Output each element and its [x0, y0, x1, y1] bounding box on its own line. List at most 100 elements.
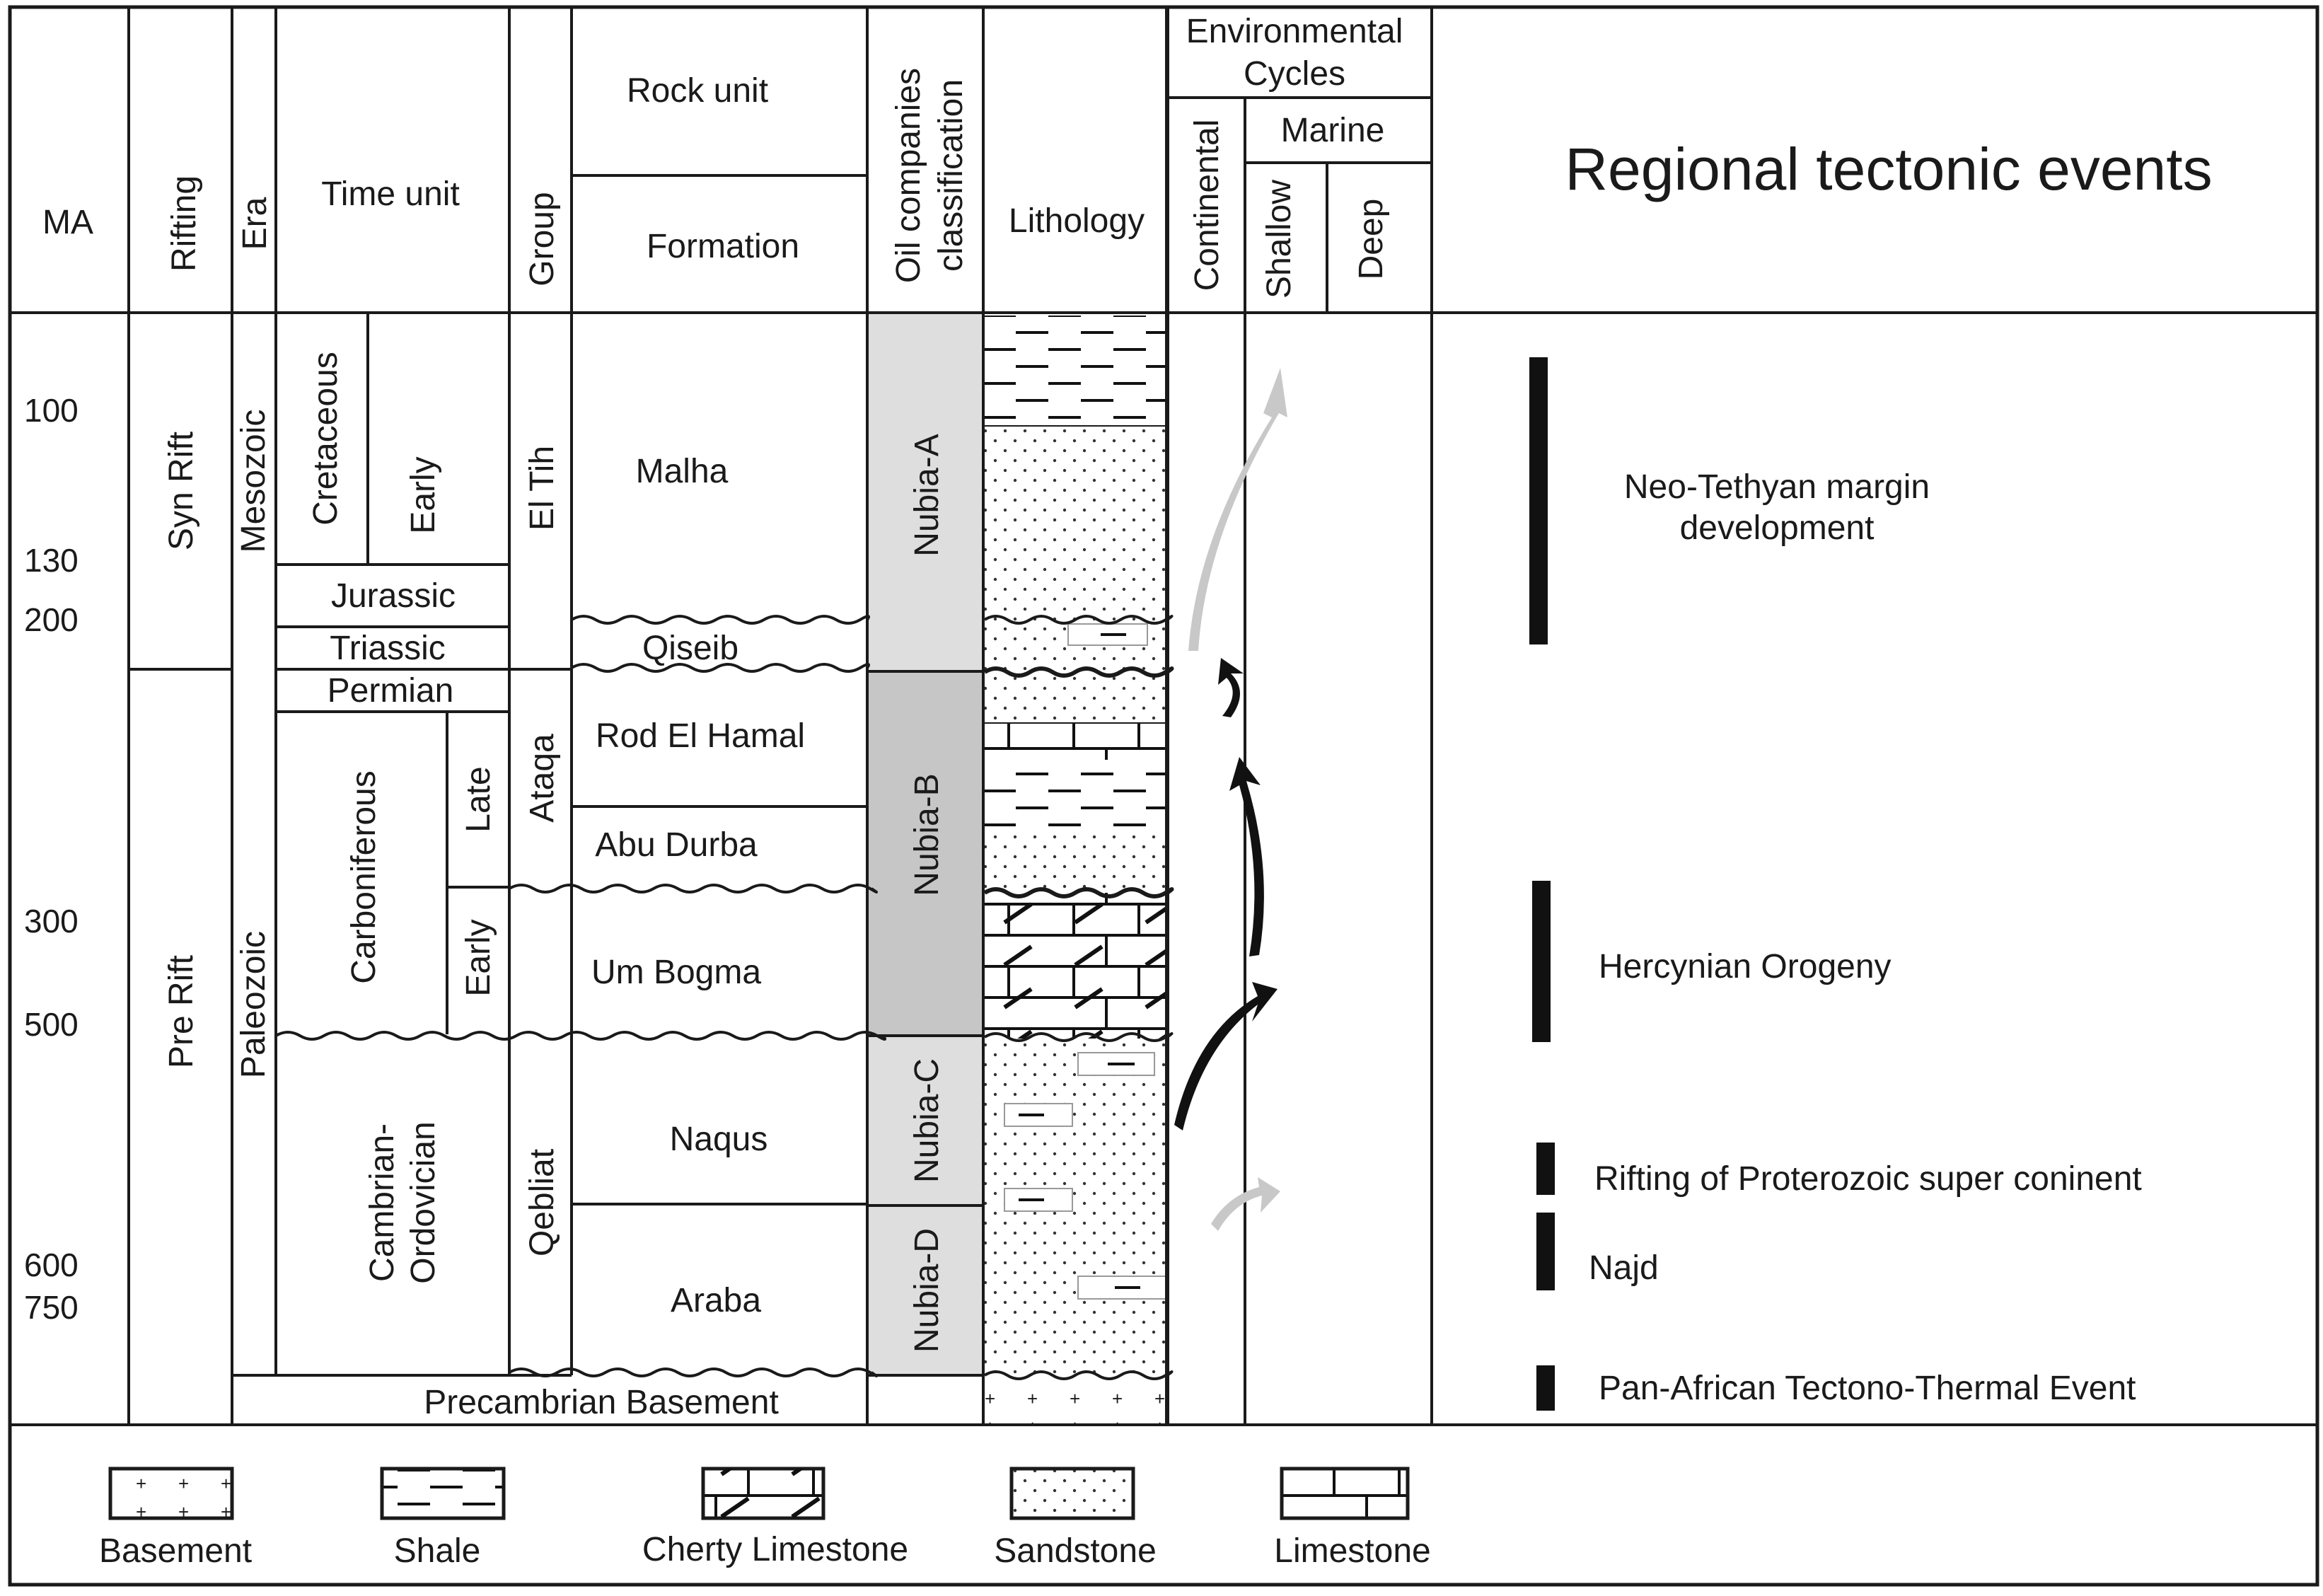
- period-cambrian-line1: Cambrian-: [364, 1123, 401, 1282]
- ma-tick: 300: [24, 903, 79, 939]
- header-rifting: Rifting: [166, 175, 203, 272]
- unconformity-qiseib-top: [570, 615, 870, 625]
- unconformity-cambrian: [274, 1031, 887, 1041]
- formation-rod-el-hamal: Rod El Hamal: [596, 717, 805, 755]
- period-permian: Permian: [328, 672, 454, 710]
- ma-tick: 100: [24, 392, 79, 429]
- arrow-black-1: [1174, 982, 1278, 1130]
- litho-sandstone-malha: [985, 426, 1167, 618]
- event-label-hercynian: Hercynian Orogeny: [1599, 948, 1892, 985]
- formation-malha: Malha: [636, 453, 729, 490]
- legend-swatch-basement: [108, 1467, 234, 1520]
- formation-araba: Araba: [671, 1282, 761, 1319]
- shale-lens: [1004, 1188, 1073, 1212]
- event-bar-pan-african: [1536, 1365, 1555, 1411]
- unconformity-litho-2: [983, 666, 1174, 678]
- period-cambrian-line2: Ordovician: [405, 1121, 442, 1283]
- legend-swatch-shale: [380, 1467, 506, 1520]
- litho-shale-rod: [985, 760, 1167, 833]
- formation-naqus: Naqus: [670, 1121, 768, 1158]
- period-jurassic: Jurassic: [331, 577, 456, 615]
- unconformity-litho-5: [983, 1370, 1174, 1380]
- period-carboniferous: Carboniferous: [345, 770, 383, 984]
- class-nubia-c: Nubia-C: [908, 1058, 946, 1183]
- header-continental: Continental: [1188, 120, 1226, 291]
- event-bar-neo-tethyan: [1529, 357, 1548, 644]
- legend-label-sandstone: Sandstone: [994, 1532, 1157, 1570]
- header-ma: MA: [42, 204, 93, 241]
- rifting-syn-rift: Syn Rift: [163, 432, 200, 550]
- nubia-a-fill: [867, 313, 983, 671]
- period-triassic: Triassic: [330, 630, 446, 667]
- ma-tick: 750: [24, 1289, 79, 1326]
- unconformity-litho-1: [983, 615, 1174, 625]
- group-ataqa: Ataqa: [523, 734, 561, 823]
- unconformity-qiseib-base: [570, 663, 870, 673]
- unconformities: [274, 615, 1174, 1380]
- legend-swatch-limestone: [1280, 1467, 1410, 1520]
- header-env-line2: Cycles: [1244, 55, 1345, 93]
- event-label-neo-tethyan-1: Neo-Tethyan margin: [1624, 468, 1930, 506]
- legend-swatch-cherty-overlay: [703, 1469, 823, 1518]
- unconformity-um-bogma: [508, 884, 878, 894]
- header-time-unit: Time unit: [321, 175, 460, 213]
- litho-limestone-rod: [985, 723, 1167, 760]
- event-label-pan-african: Pan-African Tectono-Thermal Event: [1599, 1370, 2136, 1407]
- ma-tick: 130: [24, 542, 79, 579]
- legend-label-shale: Shale: [394, 1532, 481, 1570]
- litho-sandstone-permian: [985, 672, 1167, 723]
- header-rock-unit: Rock unit: [627, 72, 768, 110]
- unconformity-litho-3: [983, 887, 1174, 898]
- nubia-b-fill: [867, 671, 983, 1036]
- era-paleozoic: Paleozoic: [235, 931, 272, 1078]
- legend-label-basement: Basement: [99, 1532, 252, 1570]
- arrow-black-2: [1229, 757, 1264, 956]
- ma-tick: 200: [24, 601, 79, 638]
- header-shallow: Shallow: [1261, 180, 1298, 299]
- event-label-rifting: Rifting of Proterozoic super coninent: [1594, 1160, 2142, 1198]
- litho-cherty-bogma: [985, 893, 1167, 1039]
- litho-basement: [985, 1375, 1167, 1425]
- header-era: Era: [236, 197, 274, 250]
- period-early-carboniferous: Early: [460, 919, 497, 996]
- header-marine: Marine: [1281, 112, 1385, 149]
- header-oil-line2: classification: [932, 79, 970, 272]
- legend-label-cherty-limestone: Cherty Limestone: [642, 1531, 908, 1568]
- formation-um-bogma: Um Bogma: [591, 954, 761, 991]
- event-label-neo-tethyan-2: development: [1680, 509, 1875, 547]
- header-formation: Formation: [647, 228, 799, 265]
- period-precambrian-basement: Precambrian Basement: [424, 1384, 779, 1421]
- shale-lens: [1077, 1052, 1155, 1076]
- header-env-line1: Environmental: [1186, 13, 1403, 50]
- rifting-pre-rift: Pre Rift: [163, 955, 200, 1068]
- group-el-tih: El Tih: [523, 446, 561, 531]
- period-cretaceous: Cretaceous: [307, 352, 344, 525]
- era-mesozoic: Mesozoic: [235, 410, 272, 553]
- legend-swatch-sandstone: [1009, 1467, 1135, 1520]
- class-nubia-a: Nubia-A: [908, 434, 946, 556]
- header-group: Group: [523, 192, 561, 286]
- header-regional-tectonic: Regional tectonic events: [1565, 136, 2212, 202]
- ma-tick: 600: [24, 1247, 79, 1283]
- legend-label-limestone: Limestone: [1274, 1532, 1430, 1570]
- formation-abu-durba: Abu Durba: [595, 826, 758, 864]
- arrow-grey-upper: [1188, 368, 1287, 651]
- event-bar-hercynian: [1532, 881, 1551, 1042]
- formation-qiseib: Qiseib: [642, 630, 738, 667]
- header-deep: Deep: [1352, 199, 1390, 280]
- class-nubia-b: Nubia-B: [908, 773, 946, 896]
- header-oil-line1: Oil companies: [890, 68, 927, 283]
- period-early-cretaceous: Early: [405, 456, 442, 533]
- period-late-carboniferous: Late: [460, 766, 497, 832]
- litho-shale-top: [985, 316, 1167, 426]
- environmental-arrows: [1174, 368, 1287, 1231]
- ma-tick: 500: [24, 1006, 79, 1043]
- grid-lines: [8, 5, 2319, 1587]
- event-bar-najd: [1536, 1213, 1555, 1290]
- lithology-column: [985, 316, 1167, 1425]
- event-bar-rifting: [1536, 1143, 1555, 1195]
- nubia-c-fill: [867, 1036, 983, 1205]
- nubia-d-fill: [867, 1205, 983, 1375]
- legend: Basement Shale Cherty Limestone Sandston…: [99, 1467, 1431, 1570]
